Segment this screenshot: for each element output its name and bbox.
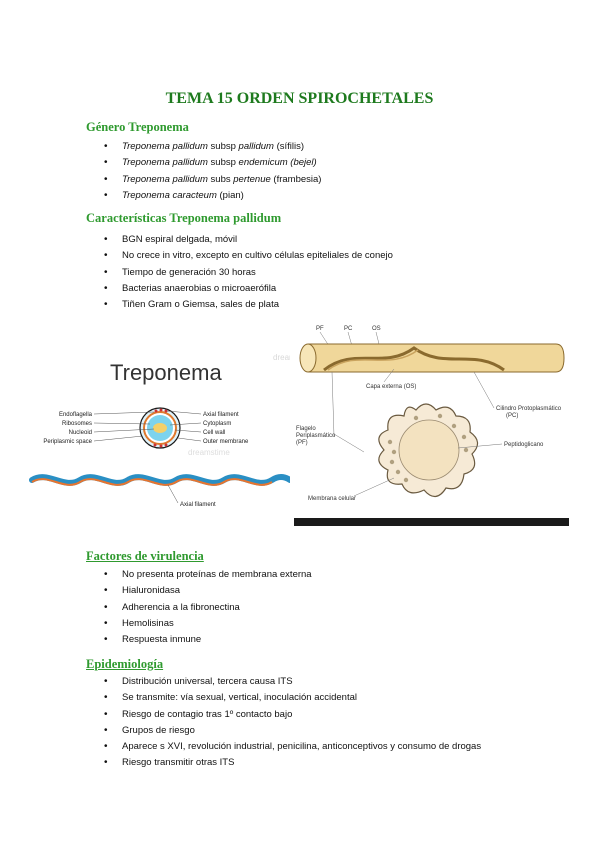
- page-title: TEMA 15 ORDEN SPIROCHETALES: [165, 90, 434, 107]
- periplasmic-flagellum: [323, 346, 505, 372]
- label-cilindro-pc: (PC): [506, 413, 518, 419]
- label-periplasmatico: Periplasmático: [296, 433, 336, 439]
- treponema-figure: dreamstime dreamstime Treponema Endoflag…: [28, 340, 315, 530]
- cylinder-end: [299, 343, 317, 373]
- list-item: No presenta proteínas de membrana extern…: [104, 567, 312, 583]
- endoflagella-dot: [154, 409, 158, 413]
- nucleoid: [153, 423, 167, 433]
- label-cilindro: Cilindro Protoplasmático: [496, 406, 562, 412]
- list-item: Aparece s XVI, revolución industrial, pe…: [104, 739, 481, 755]
- peptidoglycan-layer: [398, 419, 460, 481]
- label-os: OS: [372, 326, 381, 332]
- label-axial-filament: Axial filament: [203, 412, 239, 418]
- label-axial-filament-bottom: Axial filament: [180, 502, 216, 508]
- heading-caracteristicas: Características Treponema pallidum: [86, 211, 282, 225]
- label-flagelo: Flagelo: [296, 426, 316, 432]
- list-item: Riesgo transmitir otras ITS: [104, 755, 481, 771]
- list-item: Tiñen Gram o Giemsa, sales de plata: [104, 297, 393, 313]
- label-pc: PC: [344, 326, 353, 332]
- list-item: No crece in vitro, excepto en cultivo cé…: [104, 248, 393, 264]
- list-item: Hemolisinas: [104, 616, 312, 632]
- list-item: Treponema caracteum (pian): [104, 188, 321, 204]
- list-item: Treponema pallidum subsp pallidum (sífil…: [104, 139, 321, 155]
- factores-list: No presenta proteínas de membrana extern…: [104, 567, 312, 648]
- treponema-diagram: dreamstime dreamstime Treponema Endoflag…: [29, 353, 315, 508]
- genero-list: Treponema pallidum subsp pallidum (sífil…: [104, 139, 321, 204]
- label-capa-externa: Capa externa (OS): [366, 384, 416, 390]
- list-item: Hialuronidasa: [104, 583, 312, 599]
- label-periplasmic-space: Periplasmic space: [43, 439, 92, 445]
- heading-factores: Factores de virulencia: [86, 549, 204, 563]
- label-outer-membrane: Outer membrane: [203, 439, 249, 445]
- label-ribosomes: Ribosomes: [62, 421, 92, 427]
- axial-filament-line: [31, 478, 273, 486]
- list-item: Bacterias anaerobias o microaerófila: [104, 281, 393, 297]
- figure-title: Treponema: [110, 360, 222, 385]
- list-item: BGN espiral delgada, móvil: [104, 232, 393, 248]
- cross-section-figure: PF PC OS Capa externa (OS) Cilindro Prot…: [294, 322, 569, 526]
- heading-genero: Género Treponema: [86, 120, 189, 134]
- list-item: Grupos de riesgo: [104, 723, 481, 739]
- label-cytoplasm: Cytoplasm: [203, 421, 231, 427]
- label-cell-wall: Cell wall: [203, 430, 225, 436]
- heading-epidemiologia: Epidemiología: [86, 657, 164, 671]
- list-item: Treponema pallidum subs pertenue (frambe…: [104, 172, 321, 188]
- list-item: Distribución universal, tercera causa IT…: [104, 674, 481, 690]
- cross-section-diagram: PF PC OS Capa externa (OS) Cilindro Prot…: [294, 322, 569, 526]
- epidemiologia-list: Distribución universal, tercera causa IT…: [104, 674, 481, 772]
- list-item: Tiempo de generación 30 horas: [104, 265, 393, 281]
- treponema-body: [29, 474, 293, 486]
- list-item: Se transmite: vía sexual, vertical, inoc…: [104, 690, 481, 706]
- list-item: Treponema pallidum subsp endemicum (beje…: [104, 155, 321, 171]
- label-pf-paren: (PF): [296, 440, 308, 446]
- watermark: dreamstime: [188, 448, 230, 457]
- figure-bottom-bar: [294, 518, 569, 526]
- label-endoflagella: Endoflagella: [59, 412, 93, 418]
- watermark: dreamstime: [273, 353, 290, 362]
- caracteristicas-list: BGN espiral delgada, móvil No crece in v…: [104, 232, 393, 313]
- list-item: Riesgo de contagio tras 1º contacto bajo: [104, 707, 481, 723]
- label-nucleoid: Nucleoid: [69, 430, 92, 436]
- list-item: Adherencia a la fibronectina: [104, 600, 312, 616]
- list-item: Respuesta inmune: [104, 632, 312, 648]
- label-pf: PF: [316, 326, 324, 332]
- label-membrana-celular: Membrana celular: [308, 496, 356, 502]
- label-peptidoglicano: Peptidoglicano: [504, 442, 544, 448]
